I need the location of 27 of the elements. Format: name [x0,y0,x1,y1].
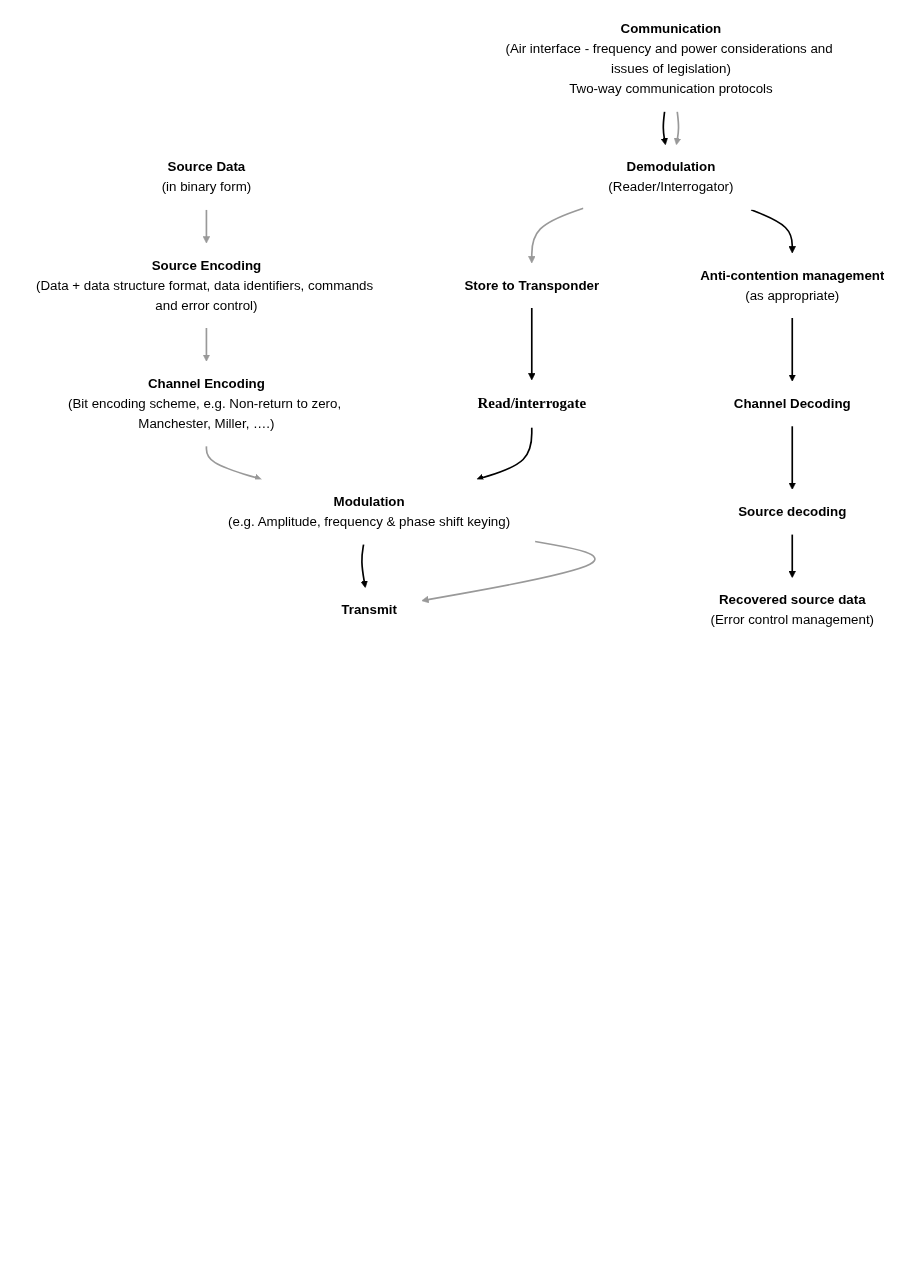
node-text: Source Data (in binary form) [161,159,252,194]
node-text: Transmit [341,602,397,617]
arrow [528,207,585,264]
node-text: Anti-contention management (as appropriate) [700,268,885,303]
node-text: Source decoding [738,504,847,519]
arrow [788,317,796,382]
arrow [788,425,796,490]
arrow [750,208,796,254]
arrow [673,110,682,146]
arrow [788,533,796,578]
node-text: Demodulation (Reader/Interrogator) [608,159,734,194]
arrow [660,110,668,146]
node-text: Store to Transponder [464,278,600,293]
node-text: Communication (Air interface - frequency and power considerations and issues of legislation) Two-way communication protocols [505,21,833,96]
node-text: Channel Encoding (Bit encoding scheme, e.g. Non-return to zero, Manchester, Miller, ….) [67,376,342,431]
node-text: Modulation (e.g. Amplitude, frequency & phase shift keying) [228,494,511,529]
arrow [421,540,596,604]
arrow [528,307,536,381]
node-text: Source Encoding (Data + data structure format, data identifiers, commands and error control) [35,258,374,313]
node-text: Read/interrogate [477,394,587,412]
arrow [476,426,533,481]
node-text: Recovered source data (Error control management) [710,592,875,627]
arrow [205,445,262,481]
arrow [202,327,211,362]
node-text: Channel Decoding [733,396,851,411]
arrow [360,543,368,588]
arrow [202,208,211,244]
